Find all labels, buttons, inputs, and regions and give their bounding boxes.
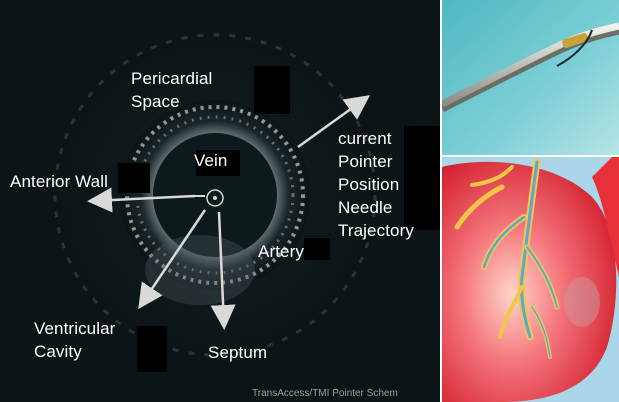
heart-image xyxy=(442,157,619,402)
caption: TransAccess/TMI Pointer Schem xyxy=(252,388,398,399)
label-anterior-wall: Anterior Wall xyxy=(10,170,108,193)
label-artery: Artery xyxy=(258,240,304,263)
catheter-photo xyxy=(442,0,619,155)
black-box-anterior xyxy=(118,163,150,193)
heart-shaded-region xyxy=(564,277,600,327)
lower-speckle xyxy=(145,235,255,305)
catheter-background xyxy=(442,0,619,155)
label-needle-line1: Needle xyxy=(338,196,414,219)
ultrasound-panel: Pericardial Space Vein Anterior Wall cur… xyxy=(0,0,440,402)
label-vein: Vein xyxy=(194,149,228,172)
black-box-pericardial xyxy=(254,66,290,114)
black-box-artery xyxy=(304,238,330,260)
label-current-line1: current xyxy=(338,127,414,150)
label-pericardial-space: Pericardial Space xyxy=(131,67,212,113)
catheter-dot xyxy=(213,196,217,200)
label-current-line3: Position xyxy=(338,173,414,196)
label-current-line2: Pointer xyxy=(338,150,414,173)
label-septum: Septum xyxy=(208,341,267,364)
label-ventricular-cavity: Ventricular Cavity xyxy=(34,317,115,363)
black-box-ventricular xyxy=(137,326,167,372)
label-current-pointer: current Pointer Position Needle Trajecto… xyxy=(338,127,414,242)
label-pericardial-line2: Space xyxy=(131,90,212,113)
heart-illustration xyxy=(442,157,619,402)
catheter-image xyxy=(442,0,619,155)
label-ventricular-line1: Ventricular xyxy=(34,317,115,340)
label-needle-line2: Trajectory xyxy=(338,219,414,242)
label-ventricular-line2: Cavity xyxy=(34,340,115,363)
label-pericardial-line1: Pericardial xyxy=(131,67,212,90)
